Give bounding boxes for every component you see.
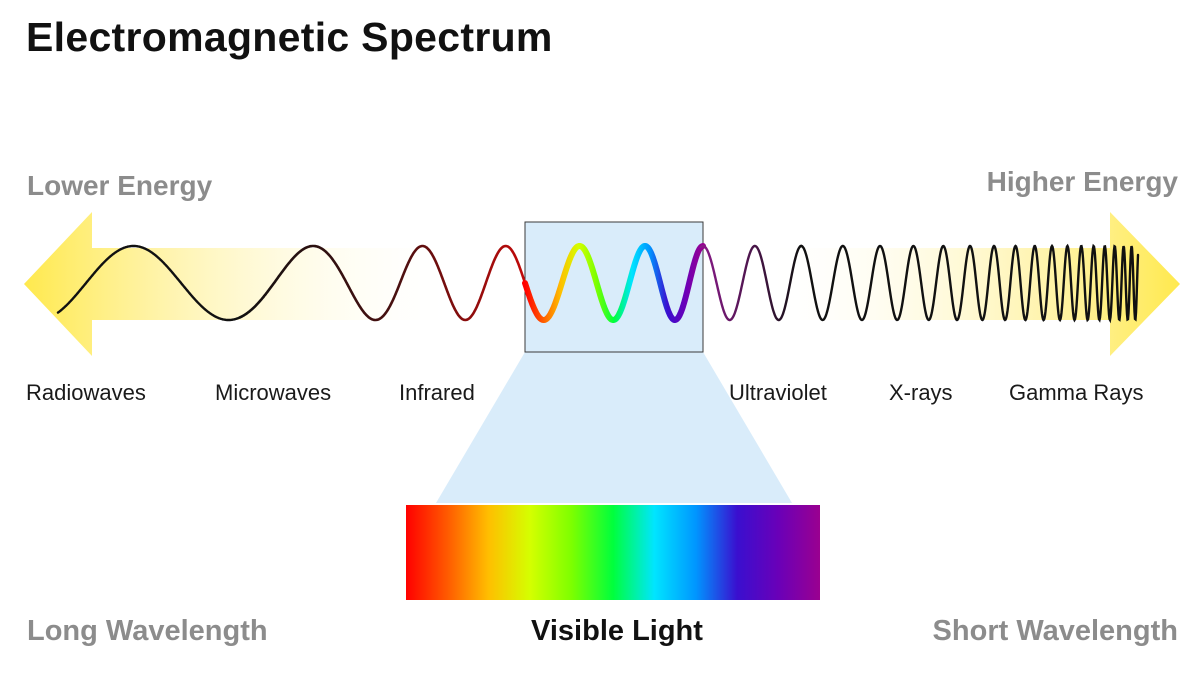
visible-light-label: Visible Light [531,615,703,647]
band-label-microwaves: Microwaves [215,380,332,405]
short-wavelength-label: Short Wavelength [932,615,1178,647]
wave-long-section [56,244,244,322]
wave-infrared-section [238,244,529,322]
band-label-radiowaves: Radiowaves [26,380,146,405]
wave-ultraviolet-section [699,244,804,322]
band-label-ultraviolet: Ultraviolet [729,380,827,405]
wave-visible-section [522,243,706,323]
left-arrow-shape [24,212,460,356]
band-label-xrays: X-rays [889,380,953,405]
band-label-gamma-rays: Gamma Rays [1009,380,1144,405]
visible-highlight-box [524,221,704,353]
long-wavelength-label: Long Wavelength [27,615,268,647]
visible-spectrum-bar [406,505,820,600]
projection-cone [436,352,792,503]
page-title: Electromagnetic Spectrum [26,14,553,60]
wave-short-section [798,243,1140,324]
band-label-infrared: Infrared [399,380,475,405]
lower-energy-label: Lower Energy [27,170,213,201]
higher-energy-label: Higher Energy [986,166,1178,197]
